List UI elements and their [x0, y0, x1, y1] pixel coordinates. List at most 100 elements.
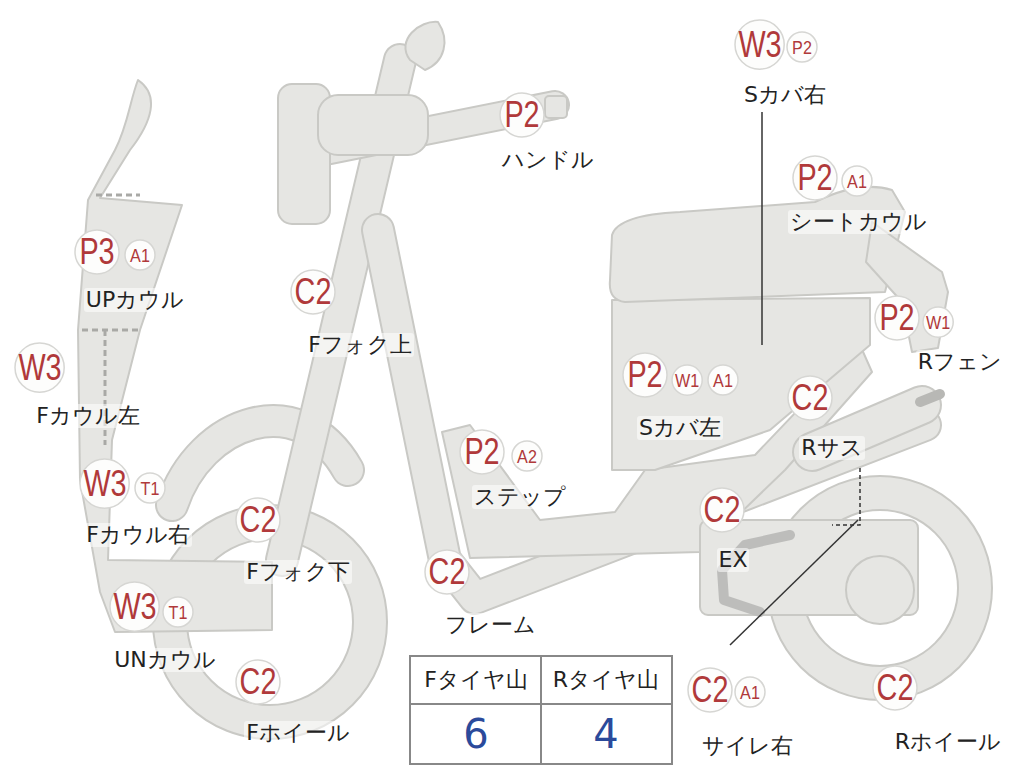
seat	[610, 187, 905, 302]
damage-code: W3	[738, 27, 781, 63]
damage-code: C2	[295, 274, 332, 310]
callout-circle: P2	[459, 429, 505, 475]
leader-line	[761, 112, 763, 345]
circle-shape	[236, 660, 280, 704]
callout-circle: W3	[79, 458, 130, 509]
table-rule	[540, 656, 542, 764]
callout-circle: T1	[162, 596, 194, 628]
damage-code: W3	[18, 350, 61, 386]
circle-shape	[291, 270, 335, 314]
part-name: Sカバ左	[637, 416, 723, 440]
circle-shape	[460, 430, 504, 474]
damage-code: C2	[240, 664, 277, 700]
part-name: サイレ右	[700, 734, 795, 758]
damage-code: W1	[926, 312, 950, 331]
callout-circle: A2	[511, 440, 543, 472]
table-cell: Fタイヤ山	[422, 668, 530, 692]
damage-code: A1	[713, 371, 733, 390]
circle-shape	[672, 365, 702, 395]
callout-circle: A1	[124, 239, 156, 271]
circle-shape	[75, 230, 119, 274]
damage-code: A1	[130, 246, 150, 265]
callout-circle: T1	[134, 472, 166, 504]
callout-circle: P2	[786, 31, 818, 63]
part-name: UPカウル	[84, 288, 186, 312]
callout-circle: C2	[872, 665, 918, 711]
part-name: ハンドル	[500, 148, 596, 172]
callout-circle: W3	[109, 581, 160, 632]
circle-shape	[500, 93, 544, 137]
part-name: フレーム	[443, 613, 538, 637]
part-name: Fホイール	[244, 721, 352, 745]
part-name: Rフェン	[916, 350, 1004, 374]
table-cell: 6	[461, 712, 490, 756]
circle-shape	[135, 473, 165, 503]
leader-line	[730, 520, 858, 645]
callout-circle: P2	[792, 155, 838, 201]
damage-code: C2	[429, 554, 466, 590]
part-name: Fカウル右	[84, 523, 192, 547]
circle-shape	[236, 498, 280, 542]
shock-bolt	[920, 394, 940, 402]
damage-code: P2	[504, 97, 539, 133]
circle-shape	[125, 240, 155, 270]
circle-shape	[793, 156, 837, 200]
damage-code: T1	[141, 479, 160, 498]
leader-line	[832, 468, 860, 525]
circle-shape	[788, 376, 832, 420]
side-cover	[612, 298, 870, 470]
circle-shape	[873, 666, 917, 710]
circle-shape	[15, 343, 64, 392]
part-name: UNカウル	[112, 648, 218, 672]
mirror	[405, 22, 444, 70]
damage-code: W3	[113, 589, 156, 625]
damage-code: P2	[464, 434, 499, 470]
callout-circle: P3	[74, 229, 120, 275]
part-name: Fフォク上	[306, 333, 414, 357]
rear-hub	[846, 556, 914, 624]
circle-shape	[688, 668, 732, 712]
callout-circle: C2	[787, 375, 833, 421]
circle-shape	[787, 32, 817, 62]
damage-code: P2	[792, 38, 812, 57]
exhaust-pipe	[722, 535, 790, 612]
circle-shape	[163, 597, 193, 627]
circle-shape	[842, 166, 872, 196]
circle-shape	[735, 677, 765, 707]
damage-code: A2	[517, 447, 537, 466]
table-cell: Rタイヤ山	[551, 668, 661, 692]
front-cowl	[78, 80, 272, 632]
circle-shape	[110, 582, 159, 631]
circle-shape	[735, 20, 784, 69]
circle-shape	[875, 296, 919, 340]
cowl-seam	[96, 194, 140, 197]
callout-circle: W1	[671, 364, 703, 396]
circle-shape	[623, 353, 667, 397]
callout-circle: C2	[687, 667, 733, 713]
circle-shape	[512, 441, 542, 471]
damage-code: C2	[877, 670, 914, 706]
table-rule	[410, 703, 672, 705]
part-name: Fフォク下	[244, 560, 352, 584]
damage-code: C2	[704, 492, 741, 528]
part-name: Rホイール	[893, 730, 1003, 754]
damage-code: W3	[83, 466, 126, 502]
table-cell: 4	[591, 712, 620, 756]
damage-code: A1	[740, 683, 760, 702]
grip	[545, 96, 567, 118]
callout-circle: W1	[922, 306, 954, 338]
callout-circle: P2	[874, 295, 920, 341]
damage-code: C2	[240, 502, 277, 538]
damage-code: A1	[847, 172, 867, 191]
callout-circle: A1	[841, 165, 873, 197]
part-name: Sカバ右	[742, 83, 828, 107]
damage-code: C2	[792, 380, 829, 416]
part-name: シートカウル	[788, 210, 929, 234]
circle-shape	[923, 307, 953, 337]
circle-shape	[700, 488, 744, 532]
damage-code: P2	[879, 300, 914, 336]
callout-circle: P2	[499, 92, 545, 138]
part-name: Rサス	[799, 436, 864, 460]
callout-circle: C2	[424, 549, 470, 595]
